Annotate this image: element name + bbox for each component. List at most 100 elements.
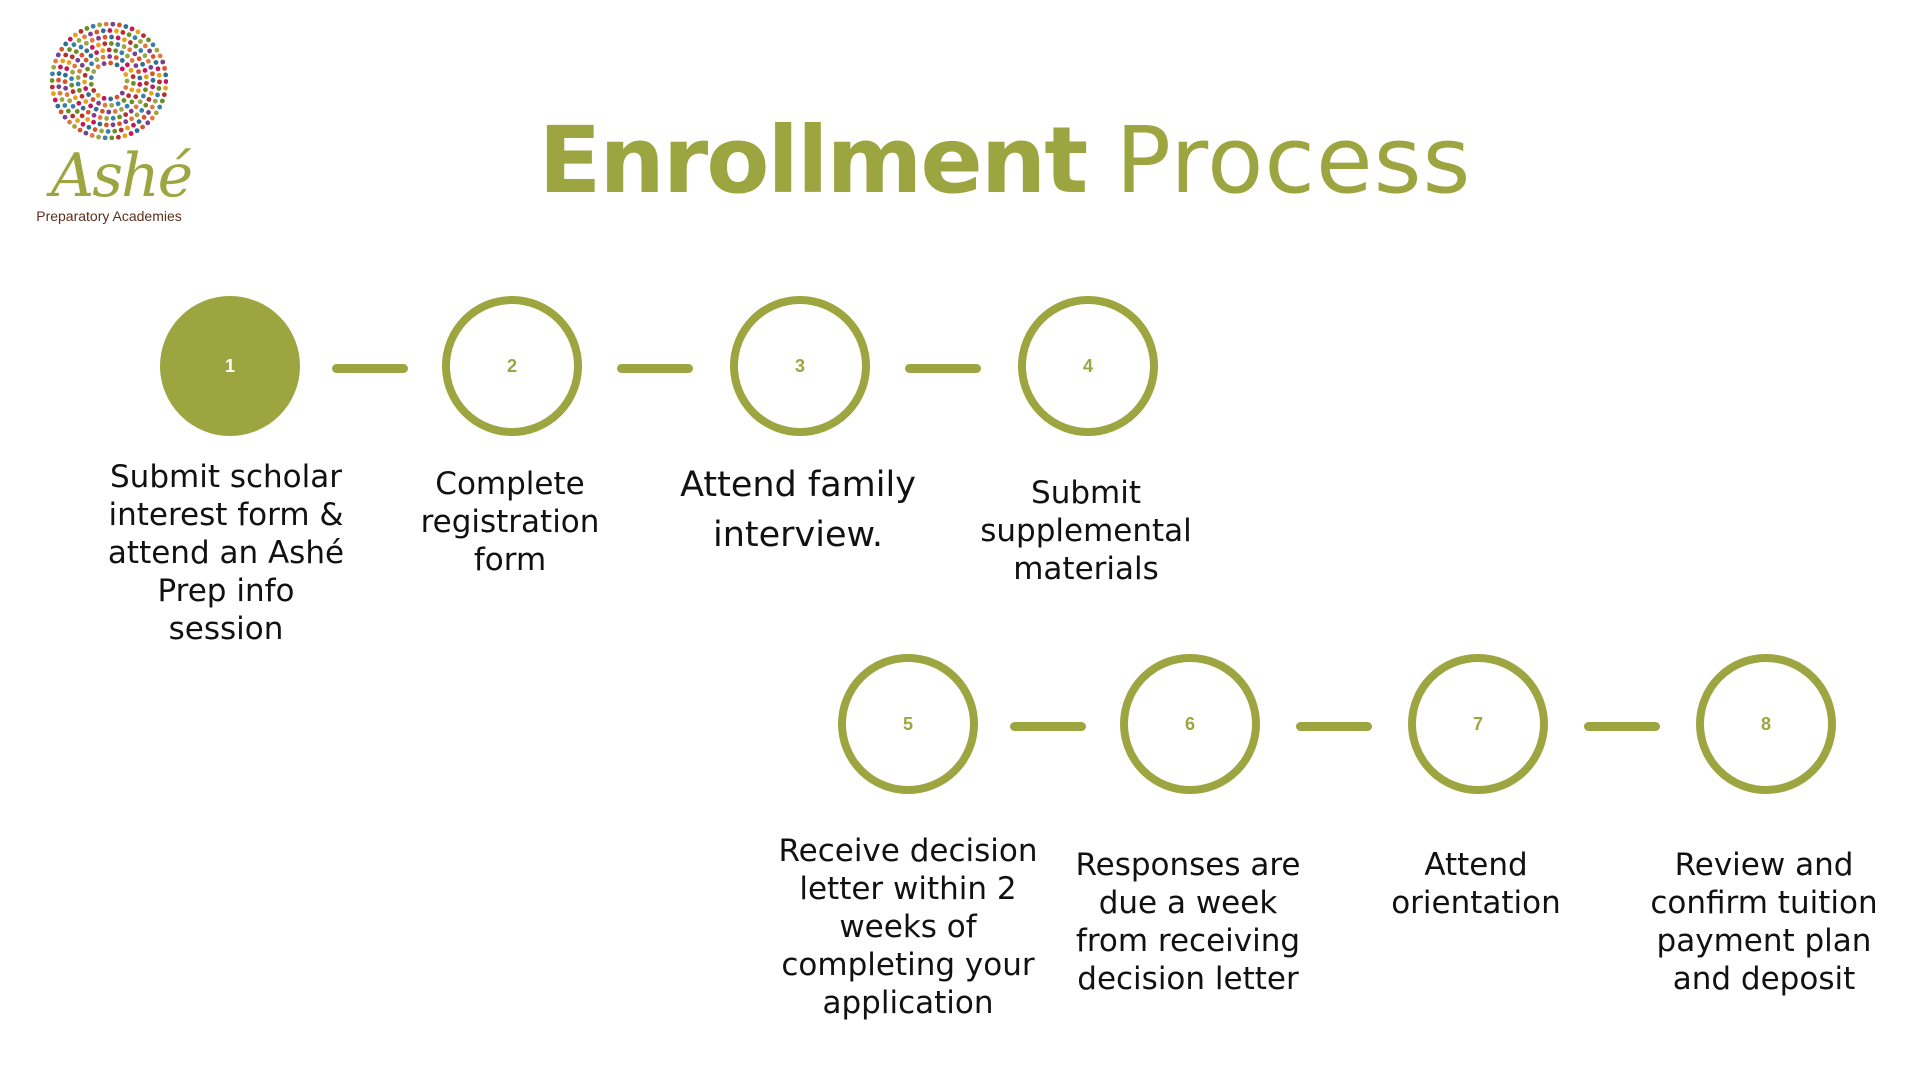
logo-dot [157, 79, 162, 85]
step-3-label: Attend family interview. [680, 465, 916, 555]
logo-dot [91, 112, 97, 118]
logo-dot [85, 117, 91, 122]
logo-dot [66, 60, 72, 65]
connector-7-8 [1584, 722, 1660, 731]
title-light: Process [1115, 107, 1472, 214]
logo-dot [67, 47, 72, 52]
logo-dot [82, 34, 87, 40]
logo-dot [107, 28, 113, 33]
logo-dot [129, 116, 135, 122]
logo-dot [84, 26, 90, 31]
logo-dot [143, 74, 149, 80]
logo-dot [142, 53, 148, 59]
logo-dot [153, 60, 159, 65]
logo-dot [150, 71, 155, 77]
logo-dot [133, 104, 139, 110]
logo-dot [57, 90, 63, 96]
logo-dot [63, 41, 69, 47]
logo-dot [107, 54, 113, 59]
logo-dot [108, 60, 114, 66]
logo-dot [88, 81, 94, 87]
connector-1-2 [332, 364, 408, 373]
logo-dot [136, 119, 142, 124]
logo-dot [155, 66, 161, 72]
logo-dot [77, 68, 82, 74]
logo-dot [155, 92, 160, 98]
logo-dot [95, 92, 101, 98]
logo-dot [50, 78, 55, 83]
logo-dot [62, 79, 68, 85]
logo-dot [160, 59, 166, 65]
logo-dot [73, 49, 79, 54]
logo-dot [75, 57, 81, 63]
connector-6-7 [1296, 722, 1372, 731]
logo-dot [148, 90, 154, 96]
logo-dot [142, 43, 148, 49]
logo-dot [84, 48, 90, 54]
logo-dot [150, 54, 156, 59]
logo-dot [75, 75, 81, 80]
step-6-circle: 6 [1120, 654, 1260, 794]
logo-dot [114, 28, 119, 34]
logo-dot [56, 71, 62, 76]
logo-dot [77, 87, 82, 93]
logo-dot [59, 97, 65, 102]
logo-dot [55, 103, 61, 109]
logo-dot [108, 41, 114, 46]
logo-dot [53, 58, 59, 64]
logo-dot [101, 61, 107, 67]
logo-dot [90, 97, 96, 102]
logo-dot [124, 103, 130, 109]
logo-dot [88, 75, 94, 81]
step-1-label: Submit scholar interest form & attend an… [107, 459, 345, 647]
logo-dot [80, 121, 86, 127]
logo-dot [143, 87, 148, 93]
logo-dot [99, 128, 104, 134]
logo-dot [77, 127, 83, 133]
logo-dot [62, 114, 68, 120]
logo-dot [105, 129, 111, 134]
logo-dot [127, 40, 133, 45]
logo-dot [55, 52, 61, 58]
logo-dot [102, 34, 108, 40]
logo-dot [69, 82, 75, 88]
logo-dot [99, 108, 105, 114]
logo-dot [125, 53, 130, 59]
logo-dot [119, 90, 125, 96]
logo-dot [71, 42, 77, 48]
logo-dot [110, 22, 116, 27]
logo-dot [83, 86, 89, 91]
logo-dot [145, 58, 151, 64]
logo-dot [59, 46, 65, 52]
logo-dot [89, 61, 94, 67]
logo-dot [52, 97, 58, 103]
logo-dot [79, 113, 85, 119]
logo-dot [141, 114, 147, 120]
logo-dot [136, 56, 142, 62]
step-8-label: Review and confirm tuition payment plan … [1650, 847, 1878, 997]
logo-dot [70, 89, 76, 94]
logo-dot [79, 62, 85, 68]
logo-dot [96, 42, 101, 48]
logo-dot [119, 66, 125, 72]
step-6-label: Responses are due a week from receiving … [1075, 847, 1301, 997]
logo-dot [73, 95, 78, 101]
logo-dot [124, 62, 130, 68]
logo-dot [119, 50, 125, 56]
logo-dot [141, 33, 146, 38]
step-3-circle: 3 [730, 296, 870, 436]
logo-dot [96, 134, 101, 140]
logo-dot [100, 48, 106, 54]
logo-dot [97, 121, 103, 127]
logo-dot [137, 75, 143, 81]
step-4-circle: 4 [1018, 296, 1158, 436]
logo-dot [117, 121, 122, 127]
logo-dot [106, 109, 112, 115]
logo-dot [113, 55, 119, 61]
logo-wordmark: Ashé [50, 141, 193, 211]
logo-dot [128, 108, 134, 114]
logo-dot [123, 119, 129, 125]
logo-dot [121, 98, 127, 103]
logo-dot [94, 50, 99, 55]
logo-dot [62, 72, 68, 78]
